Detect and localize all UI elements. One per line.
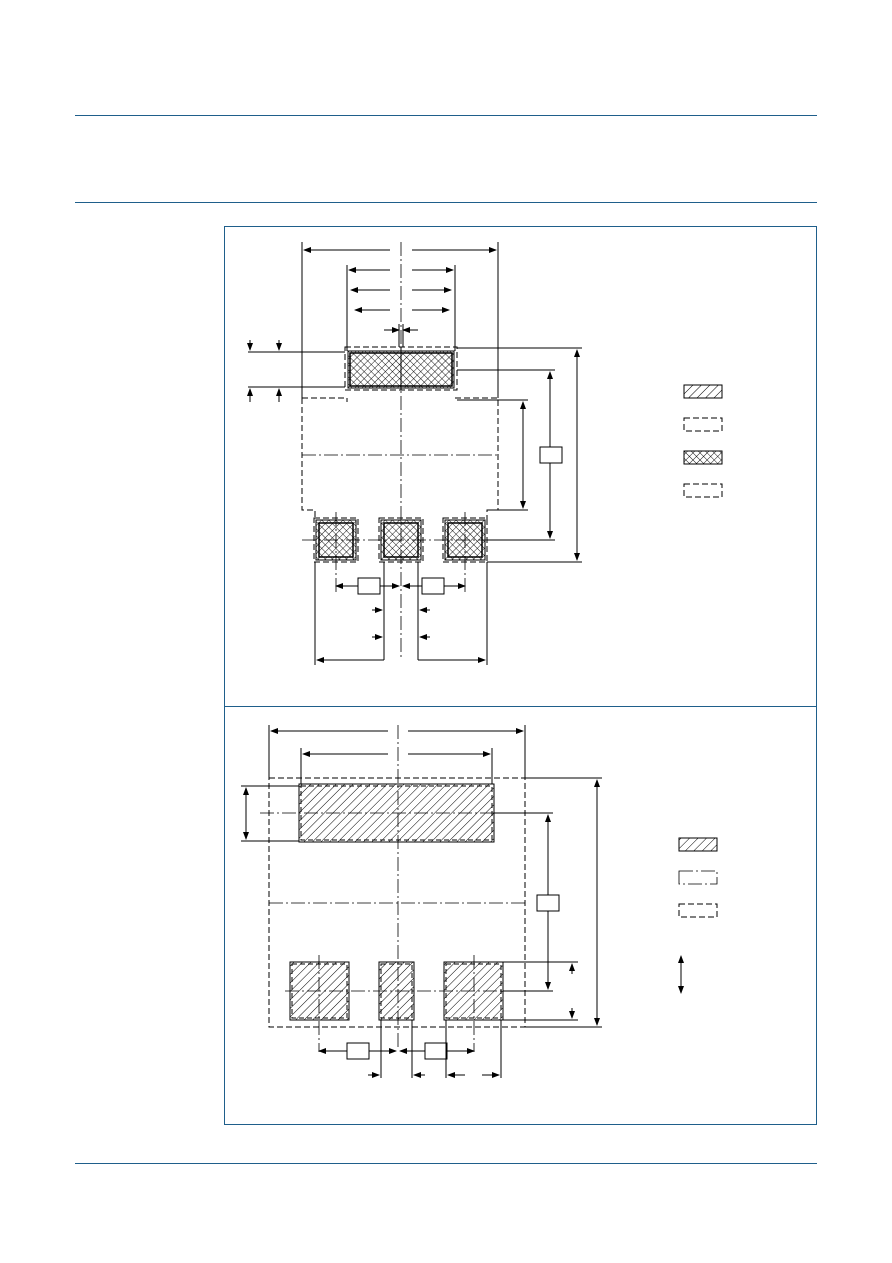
top-rule [75, 115, 817, 116]
legend-bottom [678, 837, 718, 994]
solder-land-icon [683, 384, 723, 399]
solder-resist-icon [678, 870, 718, 885]
figure-frame [224, 226, 817, 1125]
wave-footprint [241, 725, 718, 1078]
legend-top [683, 384, 723, 498]
pitch-box-right [421, 577, 445, 595]
pitch-box-left [357, 577, 381, 595]
occupied-area-icon [683, 483, 723, 498]
figure-divider [225, 706, 816, 707]
solder-resist-icon [683, 450, 723, 465]
solder-land-icon [678, 837, 718, 852]
occupied-area-icon [678, 903, 718, 918]
header-rule [75, 202, 817, 203]
pitch-box-left-wave [346, 1042, 370, 1060]
pitch-box-right-wave [424, 1042, 448, 1060]
occupied-area-outline [301, 397, 499, 520]
pitch-box-vertical-wave [536, 894, 560, 912]
reflow-footprint [247, 242, 723, 665]
footer-rule [75, 1163, 817, 1164]
pitch-box-vertical [539, 446, 563, 464]
solder-land-plus-tolerance-icon [683, 417, 723, 432]
occupied-area-outline-wave [268, 777, 526, 1028]
